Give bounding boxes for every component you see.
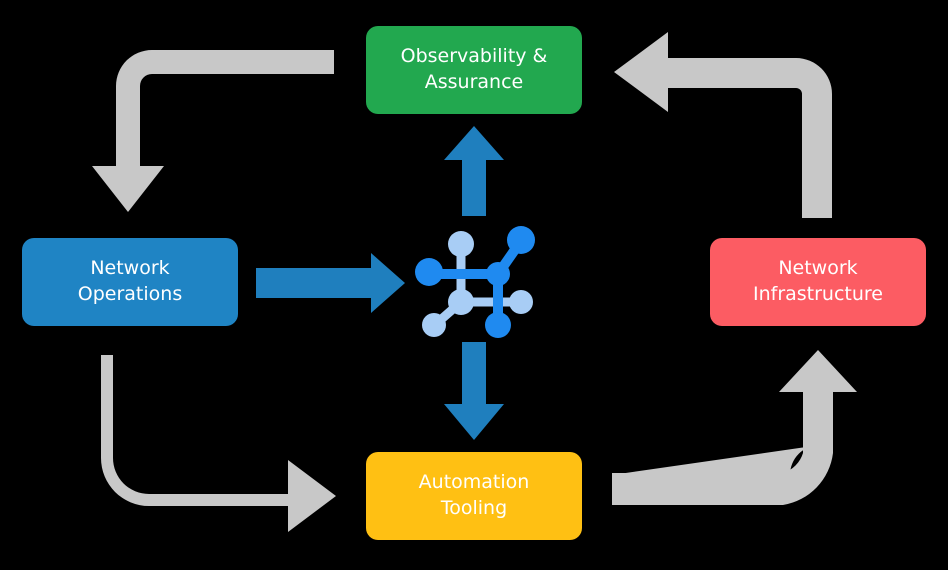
node-infrastructure-label: Network Infrastructure [752,257,883,305]
node-network-operations[interactable]: Network Operations [22,238,238,326]
gray-arrow-automation-to-infrastructure [612,445,820,475]
gray-arrow-operations-to-automation [101,355,336,532]
node-automation-label: Automation Tooling [418,471,530,519]
topology-secondary-nodes [422,231,533,337]
gray-arrow-observability-to-operations [92,50,334,212]
node-automation-tooling[interactable]: Automation Tooling [366,452,582,540]
blue-arrow-center-to-automation [444,342,504,440]
node-network-infrastructure[interactable]: Network Infrastructure [710,238,926,326]
gray-arrow-automation-to-infrastructure-body [612,350,857,505]
blue-arrow-operations-to-center [256,253,405,313]
topology-primary-nodes [415,226,535,338]
blue-arrow-center-to-observability [444,126,504,216]
node-operations-label: Network Operations [77,257,183,305]
gray-arrow-infrastructure-to-observability [614,32,832,218]
node-observability-assurance[interactable]: Observability & Assurance [366,26,582,114]
node-observability-label: Observability & Assurance [400,45,548,93]
